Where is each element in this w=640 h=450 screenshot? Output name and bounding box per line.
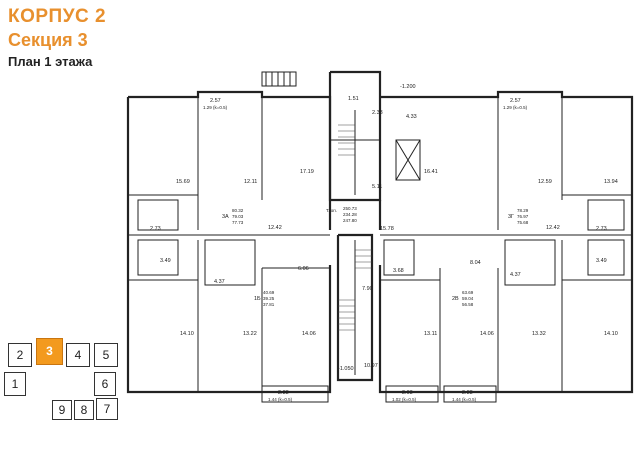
label-balcony-bl: 2.88 [278, 390, 289, 396]
label-kitchen-left-lower: 14.06 [302, 331, 316, 337]
label-stair-bottom-mark: -1.050 [338, 366, 354, 372]
label-stair-top-mark: -1.200 [400, 84, 416, 90]
balconies [261, 71, 497, 403]
label-hall-left-lower: 6.06 [298, 266, 309, 272]
label-balcony-bm: 2.03 [402, 390, 413, 396]
label-flat-2v: 2В [452, 296, 459, 302]
label-stair-top-3: 4.33 [406, 114, 417, 120]
label-stair-lower-3: 10.97 [364, 363, 378, 369]
section-7-button[interactable]: 7 [96, 398, 118, 420]
label-flat-1b: 1Б [254, 296, 261, 302]
stair-treads [338, 124, 372, 331]
label-stair-mid-1: 5.11 [372, 184, 382, 190]
label-bath-right-b: 3.49 [596, 258, 607, 264]
label-stair-mid-area3: 247.80 [343, 218, 357, 223]
label-balcony-br-sub: 1.44 (k=0.5) [452, 397, 477, 402]
label-bath-left-a: 2.73 [150, 226, 161, 232]
label-flat-1b-area1: 40.69 [263, 290, 275, 295]
section-3-button[interactable]: 3 [36, 338, 63, 365]
label-flat-3g-area2: 76.97 [517, 214, 529, 219]
label-room-center-2: 14.06 [480, 331, 494, 337]
label-flat-1b-area2: 39.25 [263, 296, 275, 301]
label-stair-lower-2: 7.90 [362, 286, 373, 292]
label-balcony-bm-sub: 1.02 (k=0.5) [392, 397, 417, 402]
room-labels: 2.57 1.29 (k=0.5) 15.69 12.11 17.19 12.4… [150, 84, 618, 402]
label-flat-3g-area1: 78.29 [517, 208, 529, 213]
building-title: КОРПУС 2 [8, 6, 107, 27]
section-9-button[interactable]: 9 [52, 400, 72, 420]
label-stair-lower-1: 15.78 [380, 226, 394, 232]
label-balcony-tl-sub: 1.29 (k=0.5) [203, 105, 228, 110]
label-flat-2v-area1: 63.69 [462, 290, 474, 295]
label-hall-right: 12.42 [546, 225, 560, 231]
label-bath-left-lower: 4.37 [214, 279, 225, 285]
label-flat-1b-area3: 37.81 [263, 302, 275, 307]
label-flat-3g: 3Г [508, 214, 514, 220]
label-hall-right-lower: 8.04 [470, 260, 481, 266]
label-room-right-c: 13.94 [604, 179, 618, 185]
label-flat-3a-area1: 80.32 [232, 208, 244, 213]
label-stair-top-2: 2.33 [372, 110, 383, 116]
label-flat-2v-area2: 59.04 [462, 296, 474, 301]
label-bath-right-lower: 4.37 [510, 272, 521, 278]
label-balcony-tr-sub: 1.29 (k=0.5) [503, 105, 528, 110]
label-room-left-lower2: 13.22 [243, 331, 257, 337]
elevator-shaft [395, 139, 421, 181]
label-flat-2v-area3: 56.58 [462, 302, 474, 307]
label-bath-center: 3.68 [393, 268, 404, 274]
label-flat-3a-area3: 77.73 [232, 220, 244, 225]
label-balcony-br: 2.88 [462, 390, 473, 396]
label-room-center-1: 13.11 [424, 331, 437, 337]
section-4-button[interactable]: 4 [66, 343, 90, 367]
label-room-right-lower2: 14.10 [604, 331, 618, 337]
section-2-button[interactable]: 2 [8, 343, 32, 367]
inner-walls [128, 97, 632, 392]
label-hall-left: 12.42 [268, 225, 282, 231]
outer-walls [126, 70, 634, 394]
label-room-right-a: 16.41 [424, 169, 438, 175]
label-room-right-lower: 13.32 [532, 331, 546, 337]
label-flat-3g-area3: 75.68 [517, 220, 529, 225]
floor-plan-title: План 1 этажа [8, 54, 93, 69]
label-kitchen-left: 17.19 [300, 169, 314, 175]
label-flat-3a: 3А [222, 214, 229, 220]
label-stair-mid-tag: Т. оп. [326, 208, 337, 213]
label-stair-mid-area1: 250.73 [343, 206, 357, 211]
section-1-button[interactable]: 1 [4, 372, 26, 396]
label-room-left-mid: 12.11 [244, 179, 257, 185]
label-bath-right-a: 2.73 [596, 226, 607, 232]
label-balcony-tl: 2.57 [210, 98, 221, 104]
label-room-left-big: 15.69 [176, 179, 190, 185]
label-bath-left-b: 3.49 [160, 258, 171, 264]
label-balcony-tr: 2.57 [510, 98, 521, 104]
label-flat-3a-area2: 79.03 [232, 214, 244, 219]
label-stair-mid-area2: 234.28 [343, 212, 357, 217]
label-room-left-lower: 14.10 [180, 331, 194, 337]
section-5-button[interactable]: 5 [94, 343, 118, 367]
label-room-right-b: 12.59 [538, 179, 552, 185]
label-stair-top-1: 1.51 [348, 96, 359, 102]
label-balcony-bl-sub: 1.44 (k=0.5) [268, 397, 293, 402]
section-8-button[interactable]: 8 [74, 400, 94, 420]
section-title: Секция 3 [8, 30, 88, 50]
section-6-button[interactable]: 6 [94, 372, 116, 396]
